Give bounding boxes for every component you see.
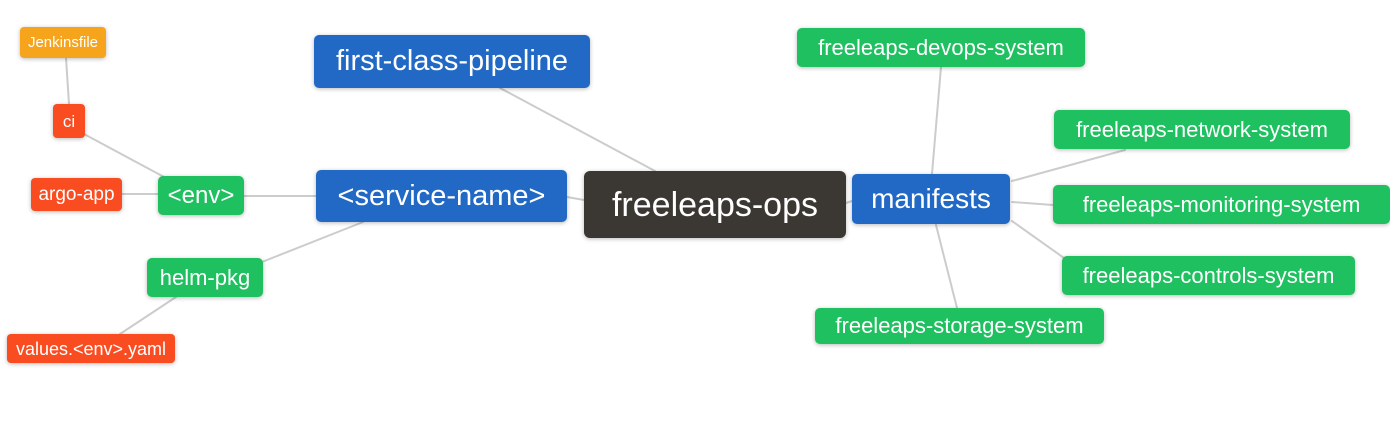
- node-freeleaps-ops-root[interactable]: freeleaps-ops: [584, 171, 846, 238]
- edge-manifests-monitoring: [1011, 201, 1054, 206]
- edge-manifests-storage: [935, 224, 958, 309]
- node-ci[interactable]: ci: [53, 104, 85, 138]
- node-values-env-yaml[interactable]: values.<env>.yaml: [7, 334, 175, 363]
- node-first-class-pipeline[interactable]: first-class-pipeline: [314, 35, 590, 88]
- node-freeleaps-devops-system[interactable]: freeleaps-devops-system: [797, 28, 1085, 67]
- edge-helmpkg-values: [119, 296, 177, 335]
- edge-manifests-controls: [1011, 220, 1065, 259]
- edge-ops-manifests: [845, 200, 853, 204]
- node-jenkinsfile[interactable]: Jenkinsfile: [20, 27, 106, 58]
- node-argo-app[interactable]: argo-app: [31, 178, 122, 211]
- node-freeleaps-storage-system[interactable]: freeleaps-storage-system: [815, 308, 1104, 344]
- edge-ci-env: [83, 133, 167, 179]
- node-freeleaps-network-system[interactable]: freeleaps-network-system: [1054, 110, 1350, 149]
- node-freeleaps-monitoring-system[interactable]: freeleaps-monitoring-system: [1053, 185, 1390, 224]
- node-env[interactable]: <env>: [158, 176, 244, 215]
- edge-pipeline-ops: [499, 87, 656, 172]
- node-helm-pkg[interactable]: helm-pkg: [147, 258, 263, 297]
- edge-servicename-ops: [566, 196, 585, 201]
- node-manifests[interactable]: manifests: [852, 174, 1010, 224]
- edge-jenkinsfile-ci: [65, 57, 70, 105]
- edge-manifests-network: [1011, 149, 1126, 182]
- edge-manifests-devops: [931, 66, 942, 175]
- node-freeleaps-controls-system[interactable]: freeleaps-controls-system: [1062, 256, 1355, 295]
- edge-servicename-helmpkg: [261, 221, 364, 263]
- node-service-name[interactable]: <service-name>: [316, 170, 567, 222]
